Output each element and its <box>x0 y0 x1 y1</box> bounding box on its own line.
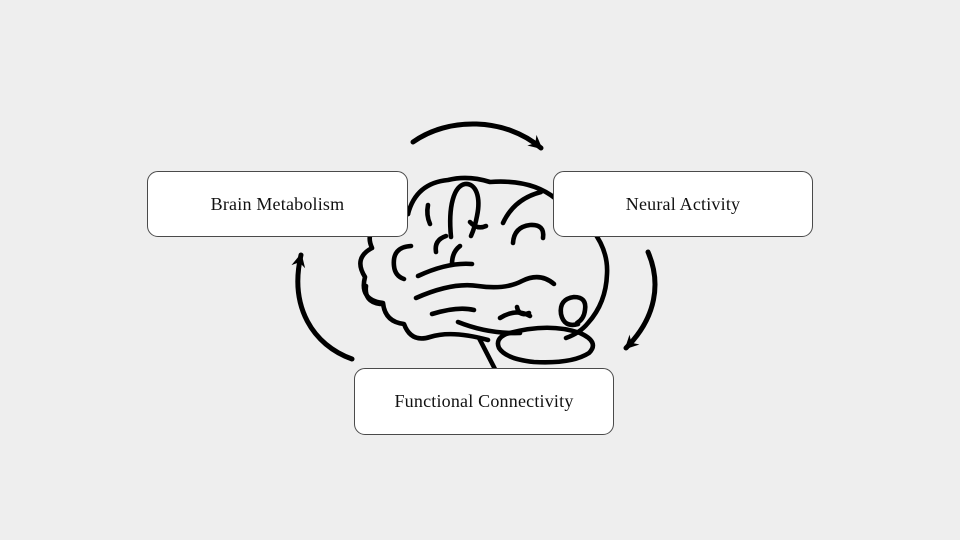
node-brain-metabolism-label: Brain Metabolism <box>210 193 345 214</box>
arrow-connectivity-to-metabolism <box>291 252 355 362</box>
arrow-neural-to-connectivity <box>623 249 658 351</box>
node-neural-activity: Neural Activity <box>553 171 813 237</box>
node-neural-activity-label: Neural Activity <box>625 193 741 214</box>
node-brain-metabolism: Brain Metabolism <box>147 171 408 237</box>
arrow-metabolism-to-neural <box>410 121 544 151</box>
node-functional-connectivity-label: Functional Connectivity <box>394 391 574 411</box>
brain-icon <box>358 175 610 376</box>
node-functional-connectivity: Functional Connectivity <box>354 368 614 435</box>
